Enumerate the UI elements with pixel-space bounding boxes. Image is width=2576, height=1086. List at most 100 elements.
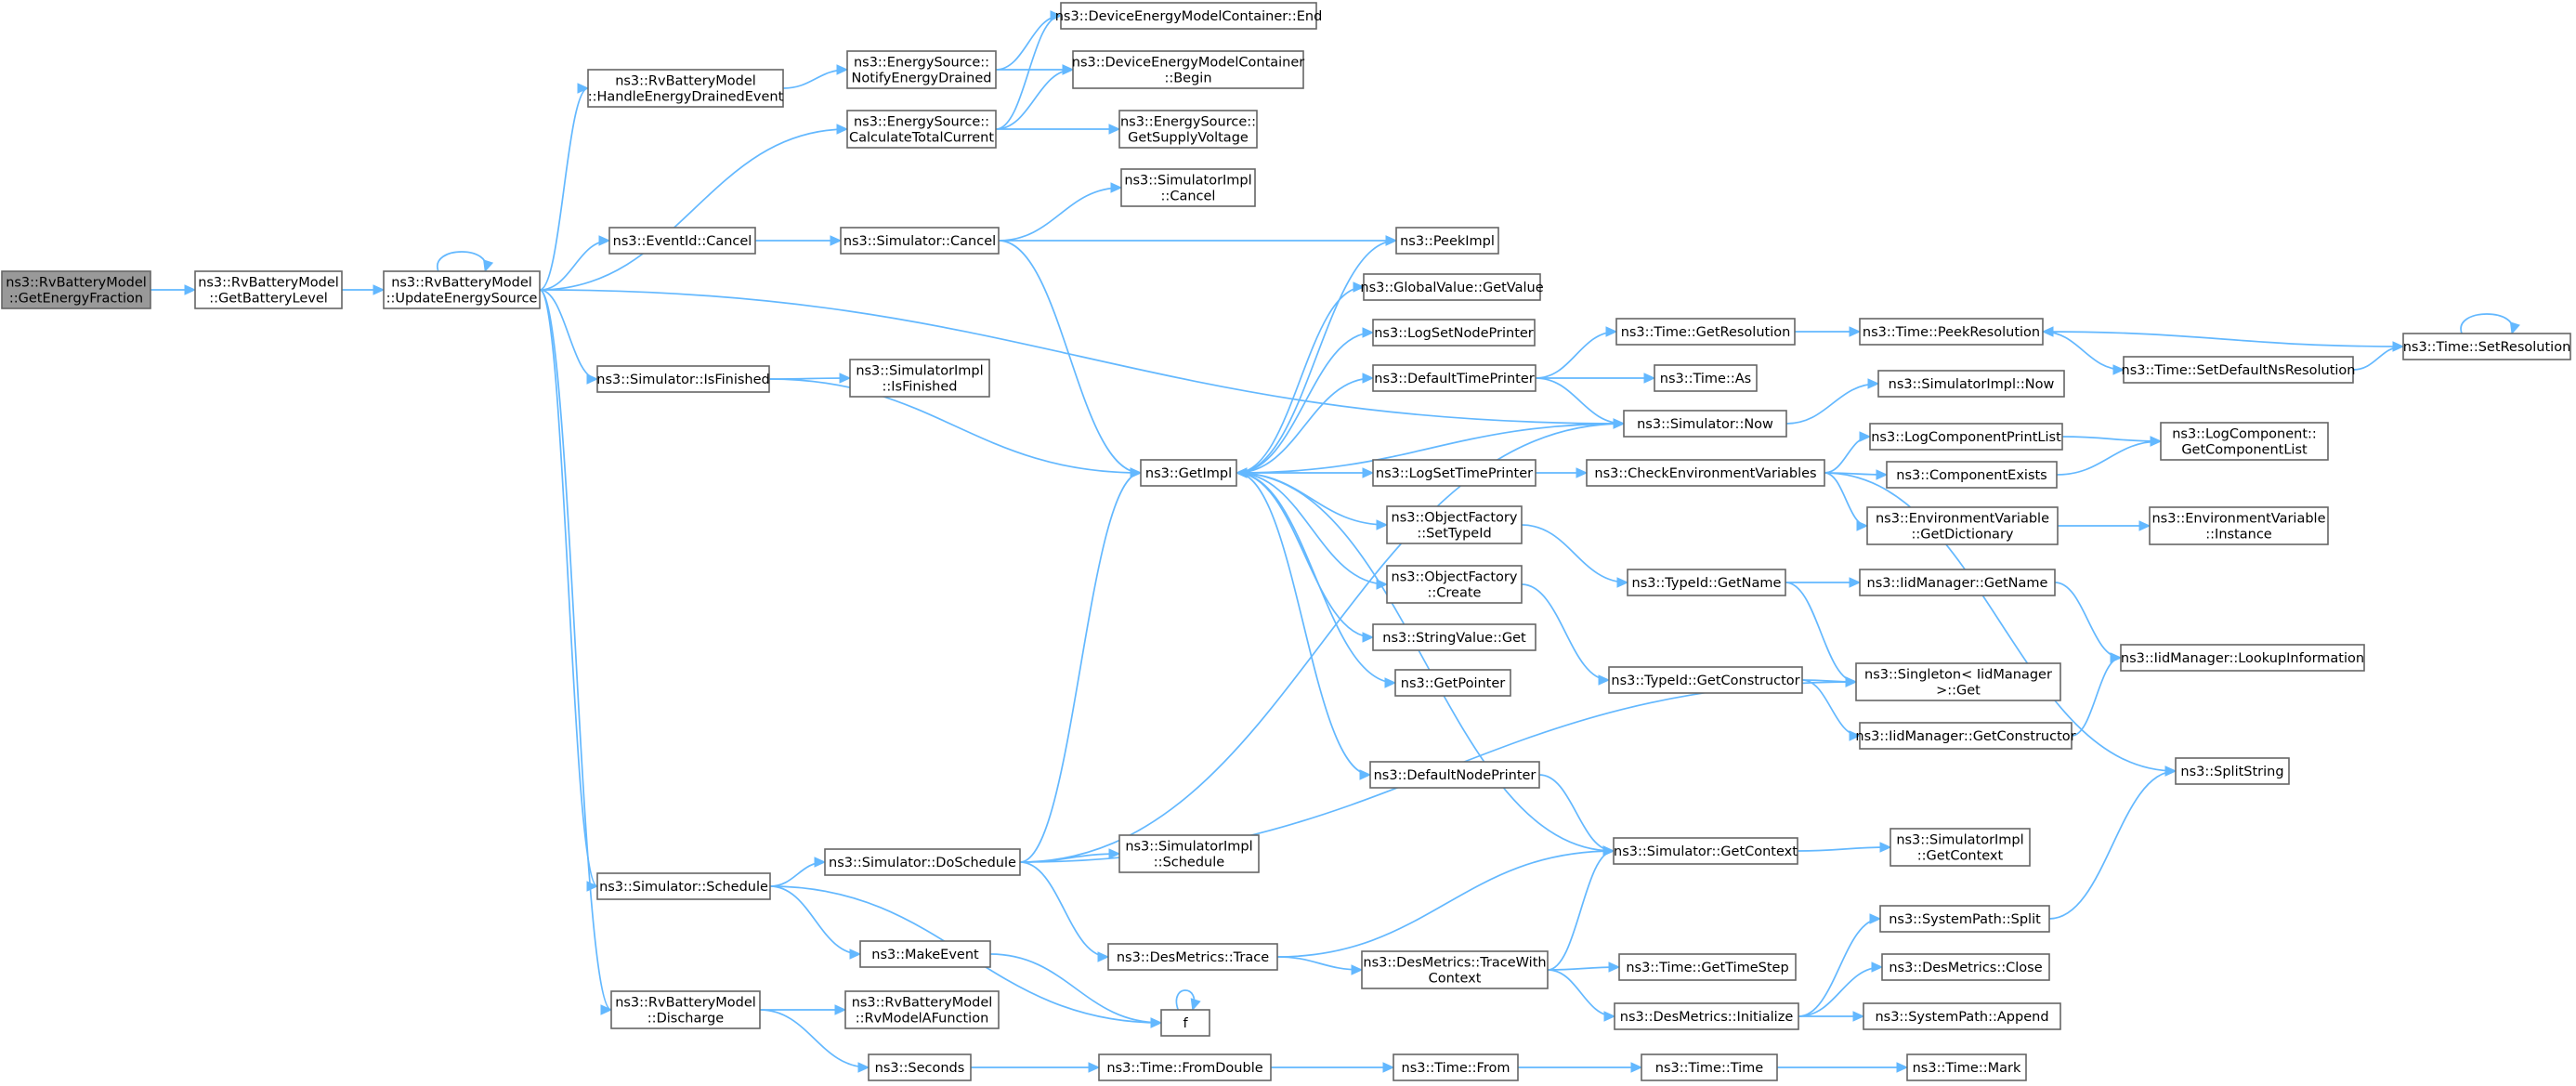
edge-root-to-getBatteryLevel-arrowhead <box>184 284 197 295</box>
node-logComponentPrintList[interactable]: ns3::LogComponentPrintList <box>1869 423 2063 451</box>
edge-updateEnergySource-to-discharge <box>539 289 612 1011</box>
edge-calcTotalCurrent-to-demcEnd <box>995 15 1062 130</box>
node-timeFromDouble[interactable]: ns3::Time::FromDouble <box>1098 1053 1272 1081</box>
node-timeSetDefaultNs[interactable]: ns3::Time::SetDefaultNsResolution <box>2122 356 2356 384</box>
node-simIsFinished[interactable]: ns3::Simulator::IsFinished <box>596 365 770 393</box>
node-f[interactable]: f <box>1160 1009 1210 1037</box>
node-simCancel[interactable]: ns3::Simulator::Cancel <box>840 227 1000 255</box>
node-getPointer[interactable]: ns3::GetPointer <box>1394 669 1511 697</box>
node-defaultTimePrinter[interactable]: ns3::DefaultTimePrinter <box>1372 364 1536 392</box>
node-simSchedule[interactable]: ns3::Simulator::Schedule <box>596 872 771 900</box>
edge-getImpl-to-logSetNodePrinter-arrowhead <box>1362 327 1375 338</box>
node-label-line: ns3::LogSetNodePrinter <box>1374 326 1534 341</box>
node-notifyEnergyDrained[interactable]: ns3::EnergySource::NotifyEnergyDrained <box>846 50 997 89</box>
node-calcTotalCurrent[interactable]: ns3::EnergySource::CalculateTotalCurrent <box>846 110 997 149</box>
node-ofSetTypeId[interactable]: ns3::ObjectFactory::SetTypeId <box>1386 505 1523 544</box>
node-typeIdGetConstructor[interactable]: ns3::TypeId::GetConstructor <box>1608 666 1803 694</box>
node-globalValueGet[interactable]: ns3::GlobalValue::GetValue <box>1360 273 1544 301</box>
node-label-line: ns3::LogSetTimePrinter <box>1376 466 1533 481</box>
node-label-line: ::UpdateEnergySource <box>386 292 538 307</box>
node-logSetTimePrinter[interactable]: ns3::LogSetTimePrinter <box>1372 459 1536 487</box>
node-demcBegin[interactable]: ns3::DeviceEnergyModelContainer::Begin <box>1072 50 1305 89</box>
edge-getImpl-to-defaultTimePrinter-arrowhead <box>1362 373 1375 384</box>
node-demcEnd[interactable]: ns3::DeviceEnergyModelContainer::End <box>1055 2 1323 30</box>
node-timeMark[interactable]: ns3::Time::Mark <box>1906 1053 2027 1081</box>
node-timeGetResolution[interactable]: ns3::Time::GetResolution <box>1615 318 1796 346</box>
node-peekImpl[interactable]: ns3::PeekImpl <box>1395 227 1499 255</box>
node-timeSetResolution[interactable]: ns3::Time::SetResolution <box>2402 333 2571 360</box>
node-box <box>1859 722 2073 750</box>
edge-getBatteryLevel-to-updateEnergySource-arrowhead <box>373 284 386 295</box>
node-desMetricsInitialize[interactable]: ns3::DesMetrics::Initialize <box>1614 1002 1799 1030</box>
node-getSupplyVoltage[interactable]: ns3::EnergySource::GetSupplyVoltage <box>1118 110 1258 149</box>
node-logSetNodePrinter[interactable]: ns3::LogSetNodePrinter <box>1372 319 1536 347</box>
node-box <box>1623 410 1787 438</box>
node-systemPathAppend[interactable]: ns3::SystemPath::Append <box>1863 1002 2061 1030</box>
node-label-line: ns3::GlobalValue::GetValue <box>1360 281 1543 295</box>
node-iidLookupInfo[interactable]: ns3::IidManager::LookupInformation <box>2120 644 2365 672</box>
edge-checkEnvVars-to-envVarGetDict <box>1824 472 1868 527</box>
node-root[interactable]: ns3::RvBatteryModel::GetEnergyFraction <box>1 270 151 309</box>
node-eventIdCancel[interactable]: ns3::EventId::Cancel <box>608 227 756 255</box>
edge-discharge-to-seconds-arrowhead <box>857 1062 870 1073</box>
node-box <box>608 227 756 255</box>
node-discharge[interactable]: ns3::RvBatteryModel::Discharge <box>610 990 761 1029</box>
node-checkEnvVars[interactable]: ns3::CheckEnvironmentVariables <box>1586 459 1825 487</box>
node-typeIdGetName[interactable]: ns3::TypeId::GetName <box>1627 569 1786 596</box>
node-desMetricsClose[interactable]: ns3::DesMetrics::Close <box>1881 953 2050 981</box>
node-systemPathSplit[interactable]: ns3::SystemPath::Split <box>1879 905 2050 933</box>
node-singletonGet[interactable]: ns3::Singleton< IidManager>::Get <box>1855 662 2061 701</box>
node-timeAs[interactable]: ns3::Time::As <box>1654 364 1758 392</box>
edge-getImpl-to-stringValueGet <box>1236 472 1374 638</box>
node-iidGetConstructor[interactable]: ns3::IidManager::GetConstructor <box>1855 722 2076 750</box>
node-simImplNow[interactable]: ns3::SimulatorImpl::Now <box>1877 370 2065 398</box>
node-simImplGetContext[interactable]: ns3::SimulatorImpl::GetContext <box>1890 828 2031 867</box>
node-seconds[interactable]: ns3::Seconds <box>868 1053 972 1081</box>
node-box <box>1615 318 1796 346</box>
node-timeGetTimeStep[interactable]: ns3::Time::GetTimeStep <box>1618 953 1797 981</box>
node-simImplCancel[interactable]: ns3::SimulatorImpl::Cancel <box>1120 168 1256 207</box>
edge-getImpl-to-defaultTimePrinter <box>1236 377 1374 474</box>
node-iidGetName[interactable]: ns3::IidManager::GetName <box>1859 569 2056 596</box>
node-envVarGetDict[interactable]: ns3::EnvironmentVariable::GetDictionary <box>1866 506 2059 545</box>
node-getImpl[interactable]: ns3::GetImpl <box>1140 459 1237 487</box>
node-timeTime[interactable]: ns3::Time::Time <box>1641 1053 1778 1081</box>
node-defaultNodePrinter[interactable]: ns3::DefaultNodePrinter <box>1369 761 1540 789</box>
node-desMetricsTrace[interactable]: ns3::DesMetrics::Trace <box>1107 943 1278 971</box>
edge-componentExists-to-lcGetComponentList-arrowhead <box>2150 436 2163 447</box>
node-timePeekResolution[interactable]: ns3::Time::PeekResolution <box>1859 318 2044 346</box>
node-box <box>1877 370 2065 398</box>
edge-componentExists-to-lcGetComponentList <box>2056 440 2162 476</box>
node-box <box>846 110 997 149</box>
edge-simDoSchedule-to-singletonGet-arrowhead <box>1845 676 1858 687</box>
node-componentExists[interactable]: ns3::ComponentExists <box>1886 461 2058 489</box>
node-simImplSchedule[interactable]: ns3::SimulatorImpl::Schedule <box>1118 834 1260 873</box>
node-box <box>1863 1002 2061 1030</box>
node-simNow[interactable]: ns3::Simulator::Now <box>1623 410 1787 438</box>
node-label-line: ns3::SimulatorImpl <box>1124 174 1251 189</box>
node-updateEnergySource[interactable]: ns3::RvBatteryModel::UpdateEnergySource <box>383 270 541 309</box>
edge-defaultTimePrinter-to-timeGetResolution-arrowhead <box>1605 326 1618 337</box>
node-label-line: ns3::Time::From <box>1402 1061 1510 1076</box>
node-label-line: ns3::Time::FromDouble <box>1106 1061 1262 1076</box>
node-label-line: ns3::IidManager::LookupInformation <box>2121 651 2364 666</box>
edge-desMetricsTraceWithContext-to-simGetContext <box>1547 850 1615 971</box>
node-handleEnergyDrained[interactable]: ns3::RvBatteryModel::HandleEnergyDrained… <box>587 69 784 108</box>
node-envVarInstance[interactable]: ns3::EnvironmentVariable::Instance <box>2149 506 2329 545</box>
node-label-line: ns3::EnvironmentVariable <box>2151 512 2325 527</box>
node-rvModelAFunction[interactable]: ns3::RvBatteryModel::RvModelAFunction <box>844 990 1000 1029</box>
node-box <box>596 365 770 393</box>
node-lcGetComponentList[interactable]: ns3::LogComponent::GetComponentList <box>2160 422 2329 461</box>
node-splitString[interactable]: ns3::SplitString <box>2175 757 2290 785</box>
node-simImplIsFinished[interactable]: ns3::SimulatorImpl::IsFinished <box>849 359 990 398</box>
node-simDoSchedule[interactable]: ns3::Simulator::DoSchedule <box>824 848 1021 876</box>
node-ofCreate[interactable]: ns3::ObjectFactory::Create <box>1386 565 1523 604</box>
node-makeEvent[interactable]: ns3::MakeEvent <box>859 940 991 968</box>
node-stringValueGet[interactable]: ns3::StringValue::Get <box>1372 623 1536 651</box>
node-simGetContext[interactable]: ns3::Simulator::GetContext <box>1613 837 1798 865</box>
node-label-line: ns3::SimulatorImpl <box>1896 833 2023 848</box>
node-timeFrom[interactable]: ns3::Time::From <box>1393 1053 1519 1081</box>
node-getBatteryLevel[interactable]: ns3::RvBatteryModel::GetBatteryLevel <box>194 270 343 309</box>
edge-simNow-to-getImpl <box>1236 423 1625 474</box>
